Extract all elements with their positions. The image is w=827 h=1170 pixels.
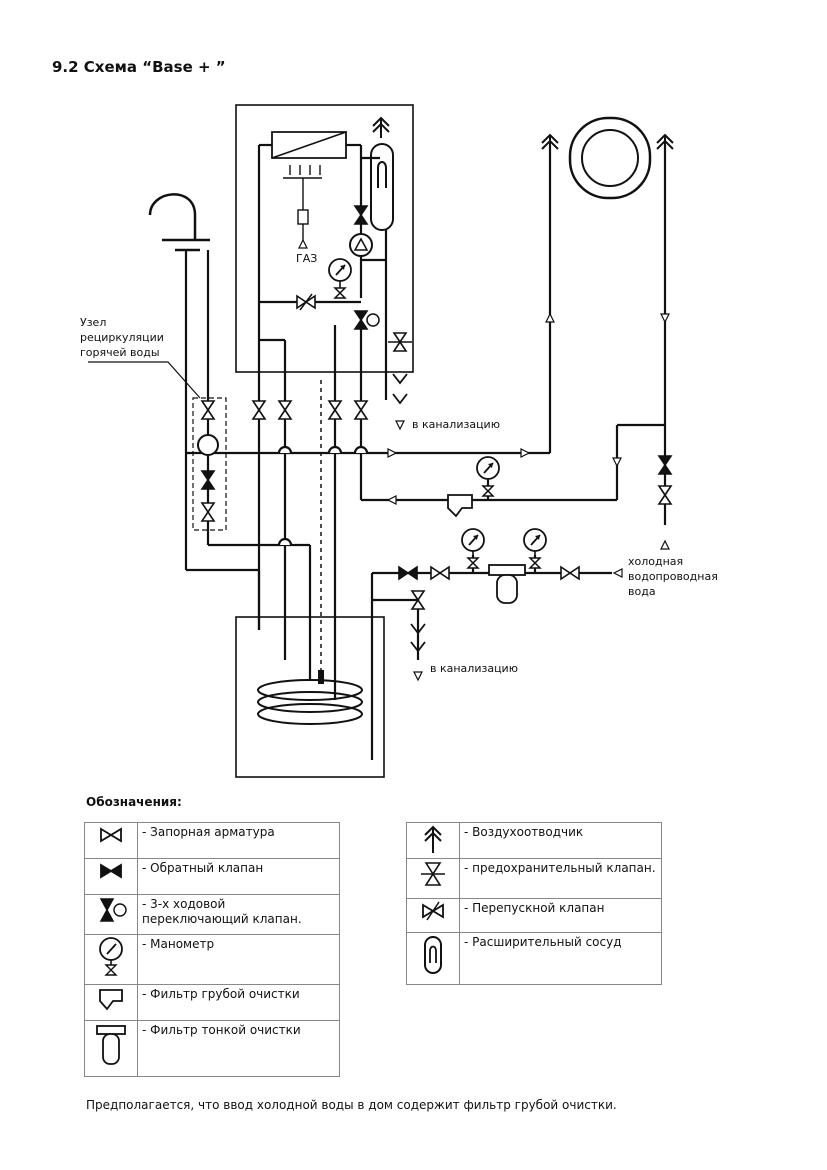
page-title: 9.2 Схема “Base + ” (52, 58, 226, 76)
legend-text: - Фильтр тонкой очистки (137, 1020, 340, 1077)
legend-heading: Обозначения: (86, 795, 182, 809)
radiator-icon (568, 116, 652, 200)
gas-label: ГАЗ (296, 252, 318, 265)
legend-row: - 3-х ходовой переключающий клапан. (84, 894, 340, 935)
burner-icon (283, 165, 322, 242)
pipes (184, 104, 667, 760)
recirculation-label-3: горячей воды (80, 346, 160, 359)
legend-right-table: - Воздухоотводчик - предохранительный кл… (406, 822, 662, 985)
gate-valve-icon (100, 827, 122, 843)
faucet-icon (148, 193, 210, 252)
legend-row: - Фильтр грубой очистки (84, 984, 340, 1021)
legend-row: - Обратный клапан (84, 858, 340, 895)
recirculation-label-1: Узел (80, 316, 107, 329)
footer-note: Предполагается, что ввод холодной воды в… (86, 1098, 617, 1112)
air-vent-icon (424, 825, 442, 853)
safety-valve-icon (421, 862, 445, 886)
legend-row: - Расширительный сосуд (406, 932, 662, 985)
legend-text: - Манометр (137, 934, 340, 985)
drain-label-1: в канализацию (412, 418, 500, 431)
coarse-filter-icon (447, 494, 473, 518)
expansion-vessel-icon (370, 143, 394, 231)
cold-water-label-3: вода (628, 585, 656, 598)
legend-text: - Фильтр грубой очистки (137, 984, 340, 1021)
legend-text: - Расширительный сосуд (459, 932, 662, 985)
expansion-vessel-icon (424, 936, 442, 974)
manometer-icon (99, 937, 123, 976)
legend-row: - Фильтр тонкой очистки (84, 1020, 340, 1077)
storage-tank (235, 616, 385, 778)
legend-text: - Воздухоотводчик (459, 822, 662, 859)
legend-row: - предохранительный клапан. (406, 858, 662, 899)
bypass-valve-icon (422, 901, 444, 921)
legend-left-table: - Запорная арматура - Обратный клапан - … (84, 822, 340, 1077)
legend-row: - Запорная арматура (84, 822, 340, 859)
legend-text: - Перепускной клапан (459, 898, 662, 933)
check-valve-icon (100, 863, 122, 879)
legend-text: - Обратный клапан (137, 858, 340, 895)
fine-filter-icon (488, 564, 526, 604)
recirculation-label-2: рециркуляции (80, 331, 164, 344)
three-way-valve-icon (99, 898, 127, 922)
coarse-filter-icon (99, 989, 123, 1011)
recirculation-box (192, 397, 227, 531)
pump-icon (349, 233, 373, 257)
legend-row: - Манометр (84, 934, 340, 985)
three-way-valve-icon (354, 310, 368, 330)
legend-row: - Перепускной клапан (406, 898, 662, 933)
cold-water-label-2: водопроводная (628, 570, 718, 583)
legend-text: - предохранительный клапан. (459, 858, 662, 899)
fine-filter-icon (96, 1025, 126, 1065)
cold-water-label-1: холодная (628, 555, 684, 568)
drain-label-2: в канализацию (430, 662, 518, 675)
legend-text: - 3-х ходовой переключающий клапан. (137, 894, 340, 935)
legend-text: - Запорная арматура (137, 822, 340, 859)
legend-row: - Воздухоотводчик (406, 822, 662, 859)
